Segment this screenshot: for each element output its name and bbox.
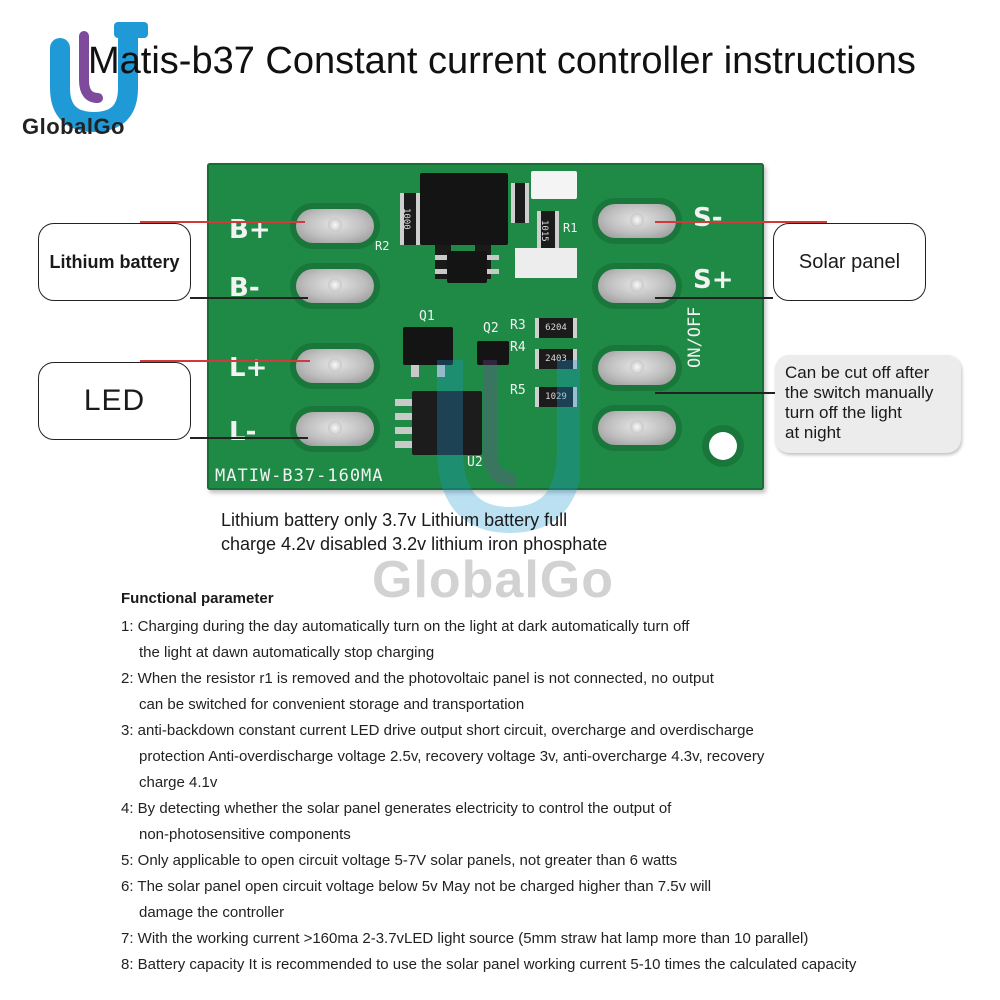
callout-lithium-battery: Lithium battery: [38, 223, 191, 301]
pad-on-off-2: [592, 405, 682, 451]
parameter-item: 8: Battery capacity It is recommended to…: [121, 952, 971, 978]
watermark-text: GlobalGo: [372, 551, 614, 609]
functional-parameters-heading: Functional parameter: [121, 590, 274, 607]
regulator-chip: [420, 173, 508, 245]
pad-on-off-1: [592, 345, 682, 391]
board-model-label: MATIW-B37-160MA: [215, 466, 384, 486]
callout-cut-off-line: turn off the light: [785, 403, 902, 422]
label-u2: U2: [467, 455, 483, 470]
label-r4: R4: [510, 340, 526, 355]
parameter-item: 3: anti-backdown constant current LED dr…: [121, 718, 971, 796]
parameter-line: 3: anti-backdown constant current LED dr…: [121, 722, 754, 739]
pad-l-minus: [290, 406, 380, 452]
driver-chip-u2: [412, 391, 482, 455]
parameter-line: 2: When the resistor r1 is removed and t…: [121, 670, 714, 687]
parameter-item: 1: Charging during the day automatically…: [121, 614, 971, 666]
parameter-item: 4: By detecting whether the solar panel …: [121, 796, 971, 848]
battery-note: Lithium battery only 3.7v Lithium batter…: [221, 508, 691, 556]
functional-parameters: Functional parameter 1: Charging during …: [121, 590, 971, 978]
page-title: Matis-b37 Constant current controller in…: [88, 40, 916, 82]
resistor-r1: 1015: [537, 211, 559, 251]
globalgo-logo: [50, 22, 148, 133]
silk-pad: [515, 248, 577, 278]
parameter-line: 7: With the working current >160ma 2-3.7…: [121, 930, 809, 947]
photo-sensor: [531, 171, 577, 199]
parameter-line: protection Anti-overdischarge voltage 2.…: [139, 748, 765, 765]
line-on-off: [655, 392, 775, 394]
functional-parameters-list: 1: Charging during the day automatically…: [121, 614, 971, 978]
label-r1: R1: [563, 221, 578, 235]
label-q2: Q2: [483, 321, 499, 336]
resistor-r5: 1029: [535, 387, 577, 407]
callout-led: LED: [38, 362, 191, 440]
label-b-plus: B+: [229, 215, 271, 245]
parameter-line: can be switched for convenient storage a…: [139, 696, 525, 713]
line-l-plus: [140, 360, 310, 362]
parameter-line: 6: The solar panel open circuit voltage …: [121, 878, 712, 895]
label-l-plus: L+: [229, 353, 268, 383]
resistor-r4: 2403: [535, 349, 577, 369]
parameter-item: 6: The solar panel open circuit voltage …: [121, 874, 971, 926]
label-s-plus: S+: [693, 265, 734, 295]
label-r2: R2: [375, 239, 390, 253]
pcb-board: B+ B- L+ L- S- S+ ON/OFF MATIW-B37-160MA…: [207, 163, 764, 490]
parameter-line: 8: Battery capacity It is recommended to…: [121, 956, 857, 973]
watermark-logo: [437, 360, 580, 534]
resistor-r2: 1000: [400, 193, 420, 245]
parameter-item: 7: With the working current >160ma 2-3.7…: [121, 926, 971, 952]
line-l-minus: [190, 437, 308, 439]
parameter-line: charge 4.1v: [139, 774, 218, 791]
label-q1: Q1: [419, 309, 435, 324]
label-l-minus: L-: [229, 417, 257, 447]
callout-cut-off-line: the switch manually: [785, 383, 934, 402]
parameter-line: the light at dawn automatically stop cha…: [139, 644, 435, 661]
callout-led-text: LED: [83, 384, 146, 417]
parameter-line: damage the controller: [139, 904, 285, 921]
label-r3: R3: [510, 318, 526, 333]
transistor-q1: [403, 327, 453, 365]
pad-l-plus: [290, 343, 380, 389]
label-on-off: ON/OFF: [685, 306, 705, 368]
label-s-minus: S-: [693, 203, 723, 233]
callout-cut-off: Can be cut off after the switch manually…: [775, 355, 961, 453]
callout-cut-off-line: Can be cut off after: [785, 363, 930, 382]
battery-note-line: Lithium battery only 3.7v Lithium batter…: [221, 510, 568, 530]
line-s-minus: [655, 221, 827, 223]
line-b-minus: [190, 297, 308, 299]
parameter-item: 2: When the resistor r1 is removed and t…: [121, 666, 971, 718]
pad-s-minus: [592, 198, 682, 244]
line-b-plus: [140, 221, 305, 223]
parameter-line: 1: Charging during the day automatically…: [121, 618, 690, 635]
pad-b-plus: [290, 203, 380, 249]
battery-note-line: charge 4.2v disabled 3.2v lithium iron p…: [221, 534, 608, 554]
parameter-item: 5: Only applicable to open circuit volta…: [121, 848, 971, 874]
callout-cut-off-line: at night: [785, 423, 841, 442]
pad-s-plus: [592, 263, 682, 309]
parameter-line: 5: Only applicable to open circuit volta…: [121, 852, 678, 869]
callout-solar-panel: Solar panel: [773, 223, 926, 301]
callout-lithium-battery-text: Lithium battery: [49, 251, 180, 272]
transistor-q2: [477, 341, 509, 365]
parameter-line: non-photosensitive components: [139, 826, 351, 843]
line-s-plus: [655, 297, 773, 299]
brand-name: GlobalGo: [22, 114, 125, 139]
resistor-small-top: [511, 183, 529, 223]
callout-solar-panel-text: Solar panel: [798, 250, 901, 273]
resistor-r3: 6204: [535, 318, 577, 338]
label-b-minus: B-: [229, 273, 260, 303]
parameter-line: 4: By detecting whether the solar panel …: [121, 800, 672, 817]
pad-b-minus: [290, 263, 380, 309]
label-r5: R5: [510, 383, 526, 398]
mounting-hole: [702, 425, 744, 467]
small-chip: [447, 251, 487, 283]
